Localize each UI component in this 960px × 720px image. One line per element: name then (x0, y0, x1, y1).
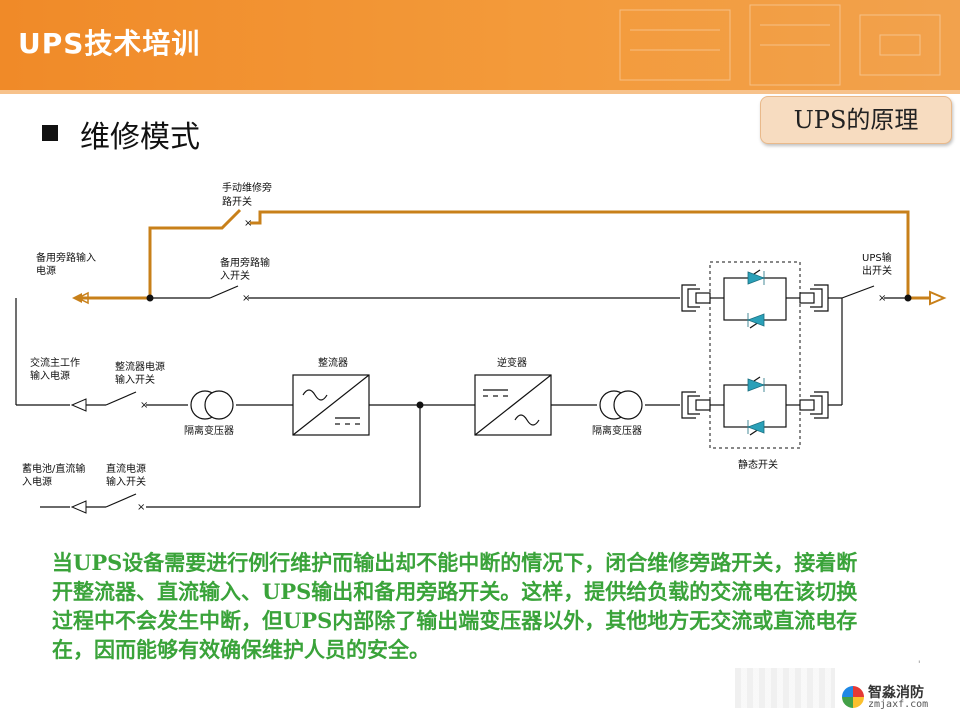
header-rule (0, 90, 960, 94)
rectifier-power-switch-label: 整流器电源 (115, 360, 165, 373)
manual-bypass-switch-label: 手动维修旁 (222, 181, 272, 194)
junction-dot (146, 294, 154, 302)
ac-main-source-label: 交流主工作 (30, 356, 80, 369)
rectifier-block (292, 374, 370, 436)
watermark-url: zmjaxf.com (868, 699, 929, 710)
static-switch-box (709, 261, 801, 449)
standby-bypass-source-label: 备用旁路输入 (36, 251, 96, 264)
svg-text:×: × (140, 400, 148, 411)
dc-power-switch-label: 直流电源 (106, 462, 146, 475)
connector-icon (681, 284, 829, 419)
rectifier-power-switch-label: 输入开关 (115, 373, 155, 386)
static-switch-label: 静态开关 (738, 458, 778, 471)
ac-main-source-label: 输入电源 (30, 369, 70, 382)
ups-output-switch-label: UPS输 (862, 251, 892, 264)
isolation-transformer-label: 隔离变压器 (592, 424, 642, 437)
thyristor-pair (710, 269, 800, 436)
bullet-square (42, 125, 58, 141)
watermark-blur (735, 668, 835, 708)
header-title: UPS技术培训 (18, 27, 201, 60)
watermark-logo-icon (842, 686, 864, 708)
transformer-icon (190, 390, 643, 420)
rectifier-label: 整流器 (318, 356, 348, 369)
page-marker: ' (918, 660, 921, 670)
svg-text:×: × (878, 293, 886, 304)
switch-marks: × × × × × (137, 218, 886, 513)
ac-input-arrow (70, 398, 87, 412)
ups-maintenance-diagram: × × × × × (15, 181, 947, 514)
watermark-name: 智淼消防 (868, 685, 924, 701)
bypass-input-arrow (72, 291, 89, 305)
maintenance-bypass-path (80, 208, 930, 300)
standby-bypass-switch-label: 入开关 (220, 269, 250, 282)
ups-output-switch-label: 出开关 (862, 264, 892, 277)
battery-dc-source-label: 入电源 (22, 475, 52, 488)
svg-text:×: × (244, 218, 252, 229)
header-decoration (619, 4, 941, 86)
header-bar: UPS技术培训 (0, 0, 960, 90)
dc-input-arrow (70, 500, 87, 514)
battery-dc-source-label: 蓄电池/直流输 (22, 462, 85, 475)
description-paragraph: 当UPS设备需要进行例行维护而输出却不能中断的情况下，闭合维修旁路开关，接着断开… (52, 550, 858, 662)
output-arrow (929, 290, 947, 306)
junction-dot (904, 294, 912, 302)
section-badge: UPS的原理 (760, 96, 952, 144)
slide-heading: 维修模式 (80, 120, 200, 155)
inverter-block (474, 374, 552, 436)
wiring (15, 285, 908, 508)
inverter-label: 逆变器 (497, 356, 527, 369)
svg-text:×: × (242, 293, 250, 304)
standby-bypass-source-label: 电源 (36, 264, 56, 277)
manual-bypass-switch-label: 路开关 (222, 195, 252, 208)
isolation-transformer-label: 隔离变压器 (184, 424, 234, 437)
standby-bypass-switch-label: 备用旁路输 (220, 256, 270, 269)
svg-text:×: × (137, 502, 145, 513)
dc-power-switch-label: 输入开关 (106, 475, 146, 488)
junction-dot (416, 401, 424, 409)
